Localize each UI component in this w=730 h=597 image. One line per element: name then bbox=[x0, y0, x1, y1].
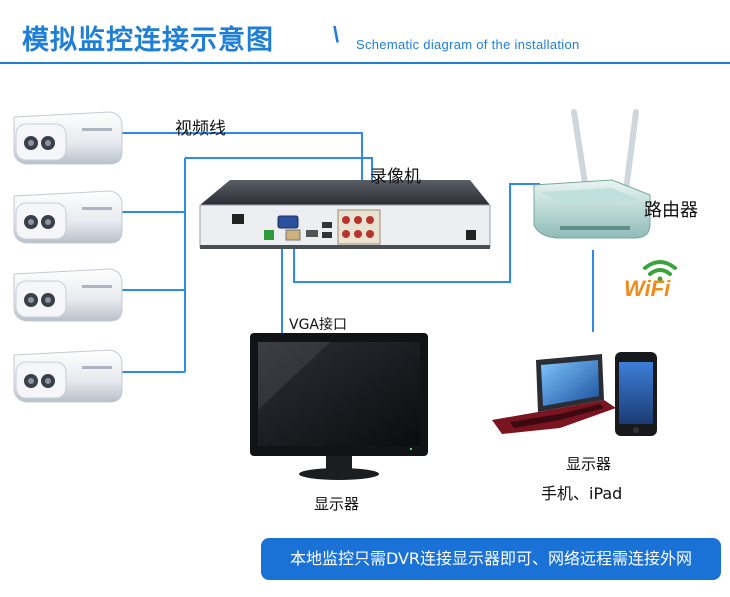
laptop-icon bbox=[492, 354, 616, 434]
title-separator: \ bbox=[333, 22, 340, 47]
monitor-icon bbox=[250, 333, 428, 480]
bullet-camera-icon bbox=[13, 268, 123, 322]
page-subtitle: Schematic diagram of the installation bbox=[356, 37, 580, 52]
footer-note: 本地监控只需DVR连接显示器即可、网络远程需连接外网 bbox=[261, 538, 721, 580]
header-divider bbox=[0, 62, 730, 64]
page-title: 模拟监控连接示意图 bbox=[22, 25, 274, 56]
wifi-label: WiFi bbox=[624, 276, 671, 301]
mobile-devices-label: 手机、iPad bbox=[541, 484, 623, 503]
phone-icon bbox=[615, 352, 657, 436]
router-icon bbox=[533, 109, 651, 239]
vga-label: VGA接口 bbox=[289, 317, 348, 333]
video-cable-label: 视频线 bbox=[175, 119, 226, 139]
bullet-camera-icon bbox=[13, 190, 123, 244]
recorder-label: 录像机 bbox=[370, 167, 421, 187]
header: 模拟监控连接示意图 \ Schematic diagram of the ins… bbox=[0, 0, 730, 62]
dvr-icon bbox=[199, 180, 491, 249]
monitor-label: 显示器 bbox=[314, 495, 360, 513]
wifi-icon: WiFi bbox=[624, 260, 677, 301]
bullet-camera-icon bbox=[13, 349, 123, 403]
router-label: 路由器 bbox=[644, 200, 698, 221]
mobile-display-label: 显示器 bbox=[566, 455, 612, 473]
bullet-camera-icon bbox=[13, 111, 123, 165]
